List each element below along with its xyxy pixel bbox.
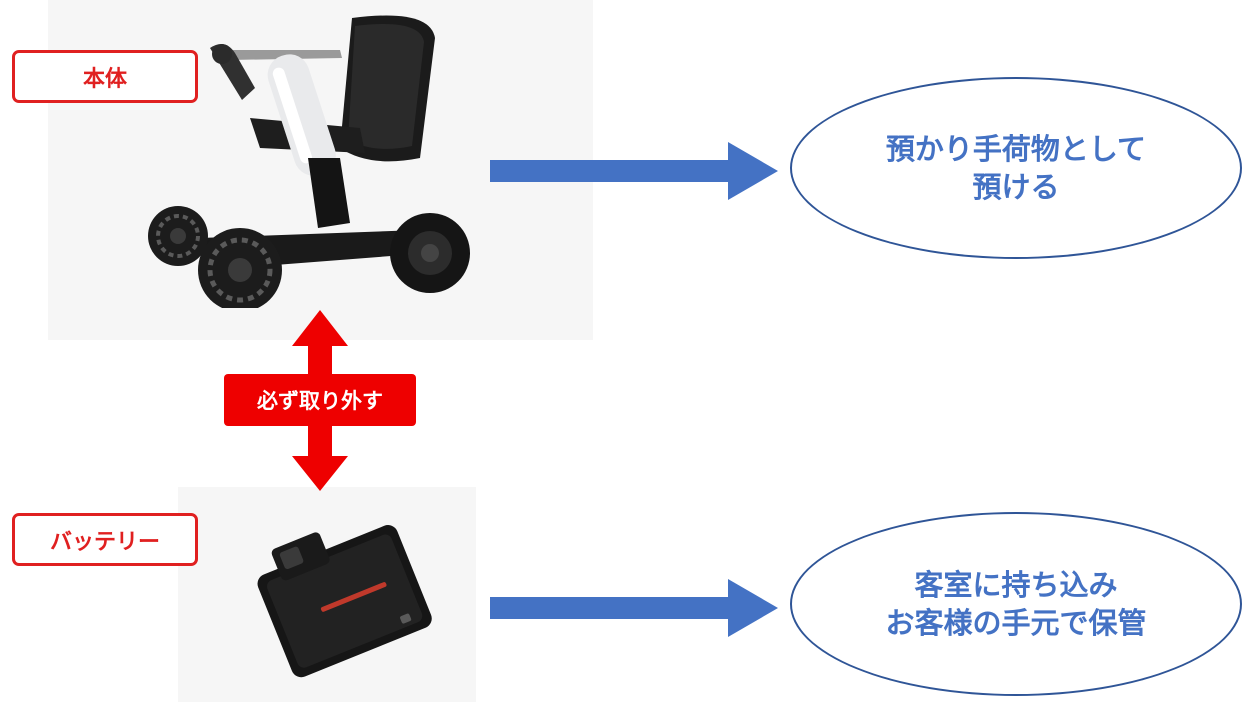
main-body-label-text: 本体 — [82, 66, 127, 92]
battery-image — [257, 525, 432, 678]
cabin-carry-ellipse: 客室に持ち込み お客様の手元で保管 — [790, 512, 1242, 696]
checked-baggage-line-2: 預ける — [972, 170, 1060, 204]
cabin-carry-line-1: 客室に持ち込み — [914, 568, 1118, 602]
battery-flow-arrow — [490, 579, 778, 637]
cabin-carry-line-2: お客様の手元で保管 — [885, 606, 1147, 640]
checked-baggage-ellipse: 預かり手荷物として 預ける — [790, 77, 1242, 259]
checked-baggage-line-1: 預かり手荷物として — [885, 132, 1147, 166]
wheelchair-image — [148, 15, 470, 308]
remove-instruction-text: 必ず取り外す — [257, 389, 383, 413]
main-body-label: 本体 — [12, 50, 198, 103]
main-body-flow-arrow — [490, 142, 778, 200]
battery-label: バッテリー — [12, 513, 198, 566]
remove-instruction-tag: 必ず取り外す — [224, 374, 416, 426]
battery-label-text: バッテリー — [49, 529, 160, 555]
